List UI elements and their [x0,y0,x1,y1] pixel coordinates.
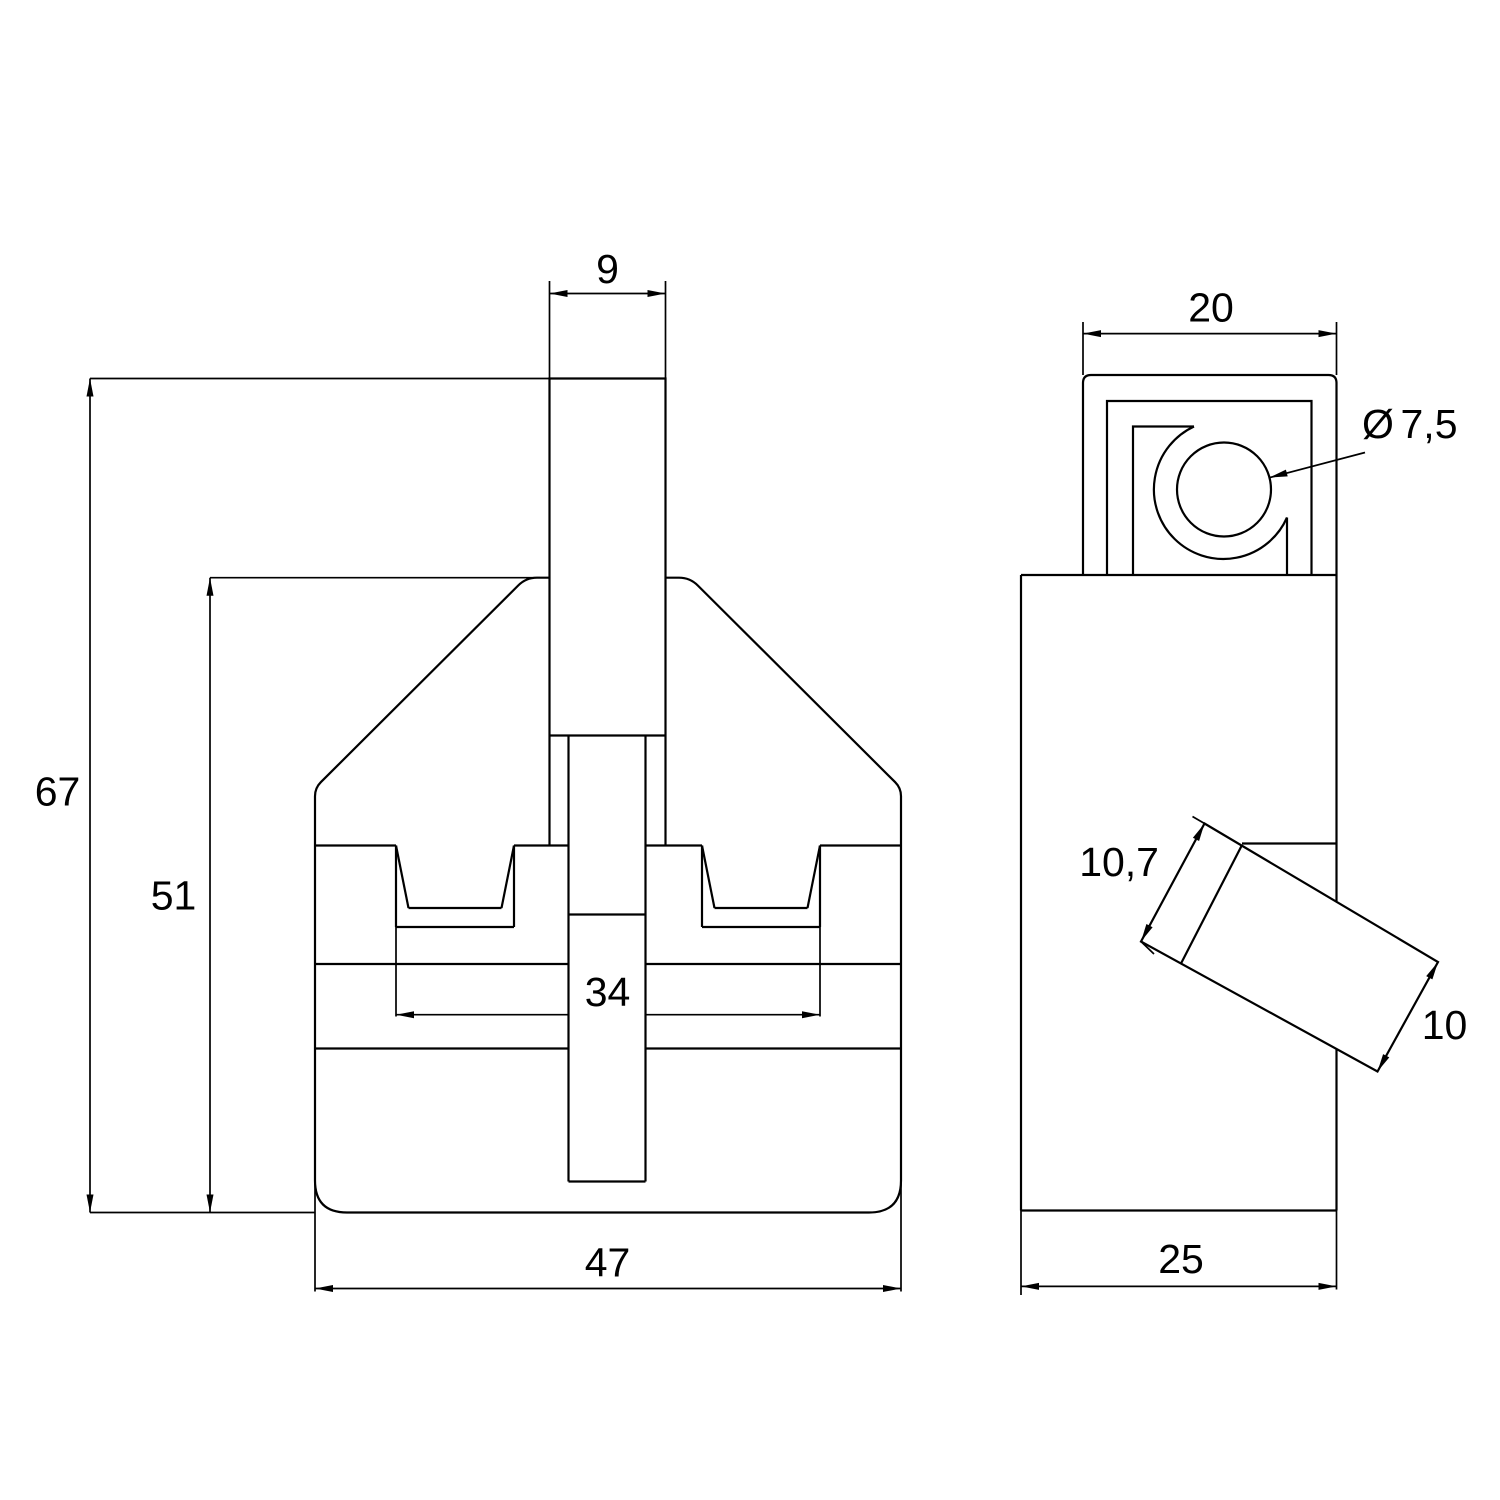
svg-text:34: 34 [585,969,631,1015]
svg-text:10: 10 [1422,1002,1468,1048]
svg-text:51: 51 [151,873,197,919]
svg-text:20: 20 [1188,285,1234,331]
svg-text:47: 47 [585,1240,631,1286]
svg-text:10,7: 10,7 [1079,839,1159,885]
svg-text:Ø: Ø [1362,401,1394,447]
svg-text:25: 25 [1158,1236,1204,1282]
svg-text:67: 67 [35,769,81,815]
svg-text:7,5: 7,5 [1401,401,1458,447]
svg-text:9: 9 [596,246,619,292]
